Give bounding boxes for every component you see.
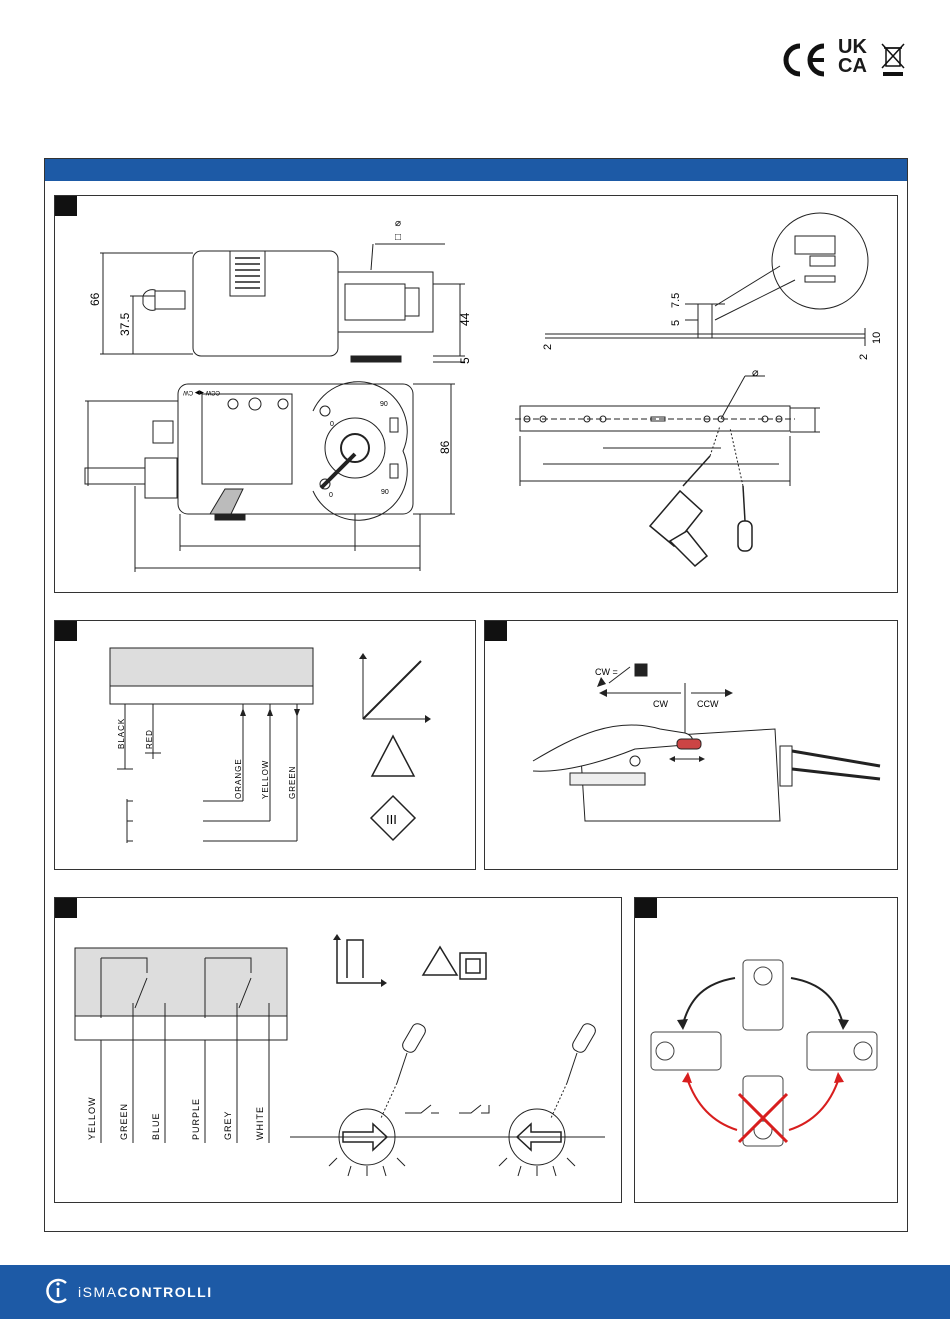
- brand-wordmark: iSMACONTROLLI: [78, 1284, 213, 1300]
- wire-label-green: GREEN: [288, 766, 297, 799]
- wire-label-green: GREEN: [119, 1103, 129, 1140]
- wire-label-white: WHITE: [255, 1106, 265, 1140]
- dim-10: 10: [871, 332, 883, 344]
- wire-label-yellow: YELLOW: [261, 760, 270, 799]
- class-iii-symbol: III: [386, 812, 397, 827]
- dim-5: 5: [458, 357, 472, 364]
- dim-square: □: [395, 232, 401, 243]
- dimension-drawing: 66 37.5 44 5 86 ⌀ □ 7.5 5 10 2 2 ⌀ CCW ◀…: [55, 196, 899, 594]
- dim-2b: 2: [858, 354, 870, 360]
- ccw-arrow-label: CCW: [697, 699, 719, 709]
- panel-wiring-analog: BLACK RED ORANGE YELLOW GREEN III: [54, 620, 476, 870]
- dim-7-5: 7.5: [670, 293, 682, 308]
- wire-label-grey: GREY: [223, 1110, 233, 1140]
- analog-wiring-diagram: BLACK RED ORANGE YELLOW GREEN III: [55, 621, 477, 871]
- wire-label-purple: PURPLE: [191, 1098, 201, 1140]
- panel-mounting-orientation: [634, 897, 898, 1203]
- ukca-bottom: CA: [838, 57, 878, 76]
- ce-mark: [780, 40, 828, 80]
- panel-dimensions: 66 37.5 44 5 86 ⌀ □ 7.5 5 10 2 2 ⌀ CCW ◀…: [54, 195, 898, 593]
- ukca-mark: UK CA: [838, 38, 878, 80]
- scale-ninety-a: 90: [380, 401, 388, 408]
- dim-66: 66: [88, 292, 102, 306]
- wire-label-blue: BLUE: [151, 1112, 161, 1140]
- dim-44: 44: [458, 312, 472, 326]
- aux-switch-diagram: YELLOW GREEN BLUE PURPLE GREY WHITE: [55, 898, 623, 1204]
- cw-equals-label: CW =: [595, 667, 618, 677]
- dim-5b: 5: [670, 320, 682, 326]
- scale-zero-a: 0: [330, 421, 334, 428]
- wire-label-yellow: YELLOW: [87, 1096, 97, 1140]
- weee-bin-icon: [880, 42, 906, 78]
- scale-ninety-b: 90: [381, 489, 389, 496]
- manual-override-illustration: CW = CW CCW: [485, 621, 899, 871]
- brand-light: iSMA: [78, 1284, 117, 1300]
- wire-label-orange: ORANGE: [234, 758, 243, 799]
- wire-label-red: RED: [145, 729, 154, 749]
- cw-arrow-label: CW: [653, 699, 668, 709]
- dim-diameter-a: ⌀: [395, 218, 401, 229]
- panel-manual-override: CW = CW CCW: [484, 620, 898, 870]
- wire-label-black: BLACK: [117, 718, 126, 749]
- dim-37-5: 37.5: [118, 312, 132, 336]
- brand-logo-icon: [44, 1277, 72, 1305]
- scale-zero-b: 0: [329, 492, 333, 499]
- panel-auxiliary-switches: YELLOW GREEN BLUE PURPLE GREY WHITE: [54, 897, 622, 1203]
- brand-bold: CONTROLLI: [117, 1284, 212, 1300]
- scale-ccw-cw: CCW ◀▶ CW: [183, 389, 220, 395]
- header-band: [45, 159, 907, 181]
- orientation-illustration: [635, 898, 899, 1204]
- dim-diameter-b: ⌀: [752, 367, 759, 379]
- dim-86: 86: [438, 440, 452, 454]
- dim-2a: 2: [542, 344, 554, 350]
